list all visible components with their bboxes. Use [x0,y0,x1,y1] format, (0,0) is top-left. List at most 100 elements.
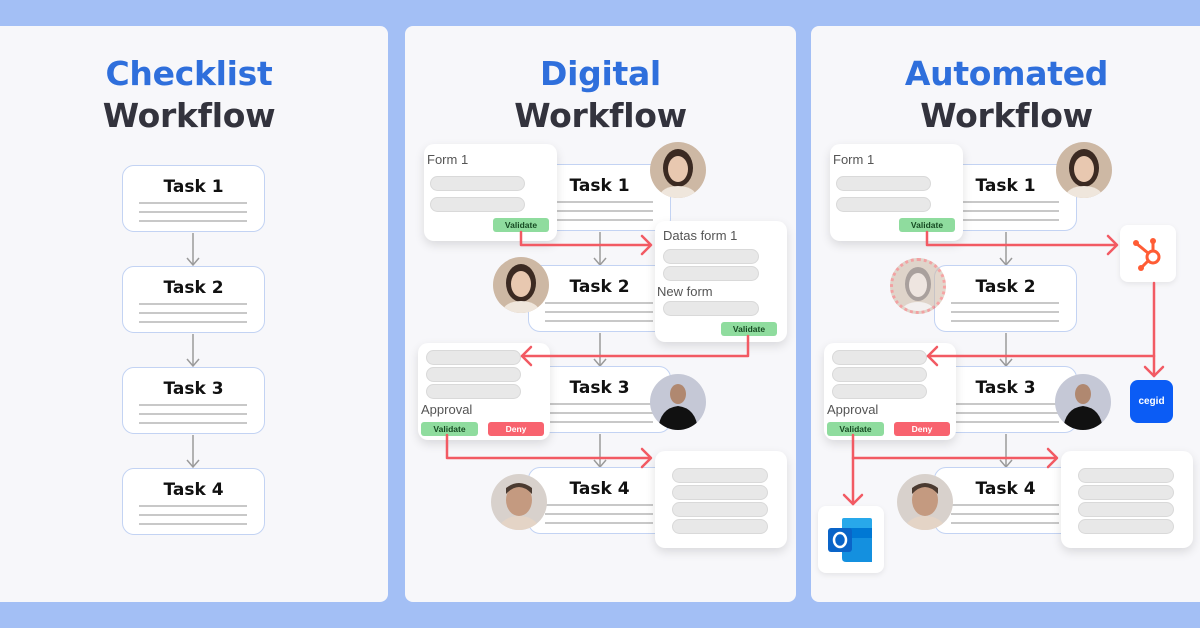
validate-button[interactable]: Validate [493,218,549,232]
digital-workflow-panel: Digital Workflow Task 1 Task 2 Task 3 Ta… [405,26,796,602]
task-card-3[interactable]: Task 3 [528,366,671,433]
task-line [545,320,653,322]
task-line [139,523,247,525]
form-field [1078,502,1174,517]
task-card-2[interactable]: Task 2 [122,266,265,333]
cegid-logo[interactable]: cegid [1130,380,1173,423]
panel-title: Checklist Workflow [0,53,388,137]
task-line [545,504,653,506]
task-name: Task 3 [975,378,1036,398]
avatar-woman [650,142,706,198]
outlook-icon [828,518,872,562]
task-name: Task 1 [163,177,224,197]
task-card-4[interactable]: Task 4 [934,467,1077,534]
form-input[interactable] [836,197,931,212]
form-input[interactable] [426,350,521,365]
task-line [139,404,247,406]
deny-button[interactable]: Deny [894,422,950,436]
form-input[interactable] [663,301,759,316]
output-card [1061,451,1193,548]
form-input[interactable] [426,367,521,382]
title-main: Workflow [102,96,276,135]
task-name: Task 1 [975,176,1036,196]
form-input[interactable] [836,176,931,191]
task-card-3[interactable]: Task 3 [122,367,265,434]
form1-card: Form 1 Validate [424,144,557,241]
panel-title: Automated Workflow [811,53,1200,137]
task-line [951,201,1059,203]
task-name: Task 2 [163,278,224,298]
task-name: Task 4 [163,480,224,500]
avatar-woman [1056,142,1112,198]
deny-button[interactable]: Deny [488,422,544,436]
task-line [951,302,1059,304]
form-field [672,502,768,517]
approval-card: Approval Validate Deny [418,343,550,440]
form-field [672,485,768,500]
task-line [545,403,653,405]
datas-form-card: Datas form 1 New form Validate [655,221,787,342]
title-accent: Digital [540,54,661,93]
form-label: Form 1 [833,152,875,167]
validate-button[interactable]: Validate [899,218,955,232]
task-line [139,303,247,305]
task-line [545,302,653,304]
task-card-2[interactable]: Task 2 [934,265,1077,332]
task-name: Task 1 [569,176,630,196]
task-line [951,522,1059,524]
validate-button[interactable]: Validate [721,322,777,336]
task-line [951,219,1059,221]
validate-button[interactable]: Validate [827,422,884,436]
task-line [951,311,1059,313]
task-card-4[interactable]: Task 4 [122,468,265,535]
form-input[interactable] [430,176,525,191]
avatar-woman [493,257,549,313]
checklist-workflow-panel: Checklist Workflow Task 1 Task 2 Task 3 … [0,26,388,602]
task-line [951,412,1059,414]
form-label: Datas form 1 [663,228,738,243]
task-line [139,220,247,222]
title-accent: Checklist [105,54,273,93]
task-line [951,513,1059,515]
task-card-2[interactable]: Task 2 [528,265,671,332]
automated-workflow-panel: Automated Workflow Task 1 Task 2 Task 3 … [811,26,1200,602]
task-card-1[interactable]: Task 1 [122,165,265,232]
validate-button[interactable]: Validate [421,422,478,436]
outlook-integration[interactable] [818,506,884,573]
approval-label: Approval [421,402,473,417]
avatar-man-black-shirt [1055,374,1111,430]
form-input[interactable] [663,266,759,281]
avatar-man-black-shirt [650,374,706,430]
task-line [139,211,247,213]
avatar-woman-automated [890,258,946,314]
title-accent: Automated [904,54,1109,93]
task-line [951,403,1059,405]
task-line [545,522,653,524]
task-card-4[interactable]: Task 4 [528,467,671,534]
task-line [545,201,653,203]
task-line [545,311,653,313]
form-input[interactable] [663,249,759,264]
task-name: Task 2 [569,277,630,297]
hubspot-integration[interactable] [1120,225,1176,282]
title-main: Workflow [920,96,1093,135]
form-input[interactable] [430,197,525,212]
form-input[interactable] [832,350,927,365]
form-input[interactable] [832,367,927,382]
task-line [951,421,1059,423]
form-field [672,468,768,483]
title-main: Workflow [514,96,687,135]
form-input[interactable] [426,384,521,399]
task-card-3[interactable]: Task 3 [934,366,1077,433]
task-line [139,321,247,323]
form-input[interactable] [832,384,927,399]
task-name: Task 4 [569,479,630,499]
task-line [951,320,1059,322]
task-line [139,202,247,204]
form-field [1078,485,1174,500]
task-name: Task 4 [975,479,1036,499]
task-line [139,422,247,424]
form-field [1078,519,1174,534]
form-field [672,519,768,534]
task-line [545,513,653,515]
